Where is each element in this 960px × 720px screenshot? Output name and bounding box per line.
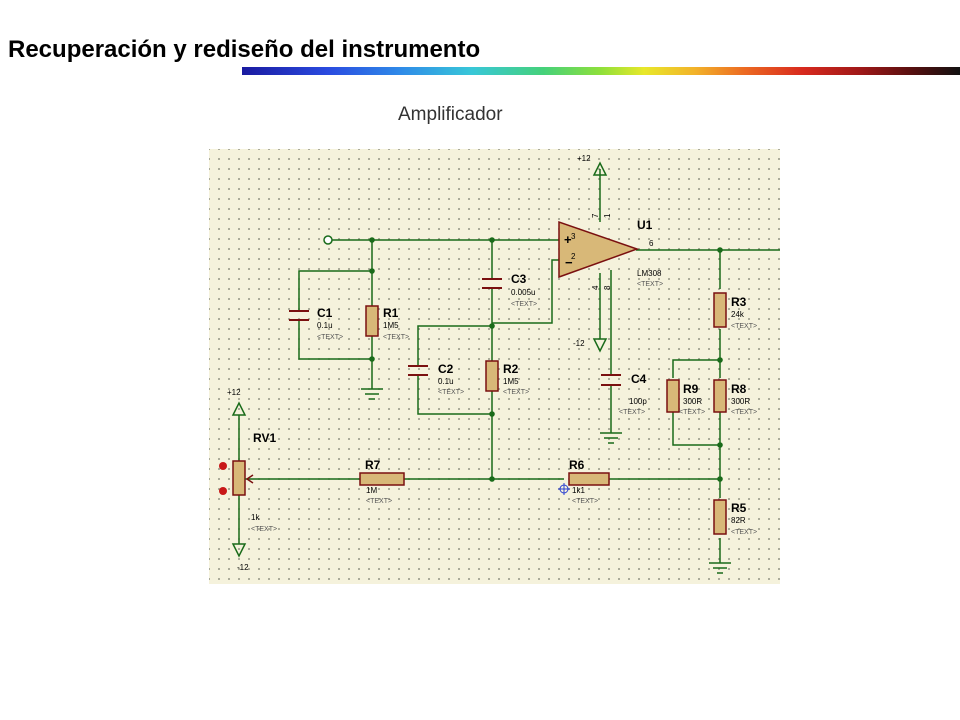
pin-label-3: 3 — [571, 232, 576, 241]
r2-ref: R2 — [503, 362, 519, 376]
r9-ref: R9 — [683, 382, 699, 396]
resistor-r7: R7 1M <TEXT> — [359, 458, 405, 505]
r2-value: 1M5 — [503, 377, 519, 386]
r6-value: 1k1 — [572, 486, 585, 495]
r3-text: <TEXT> — [731, 323, 757, 330]
c2-value: 0.1u — [438, 377, 454, 386]
r8-value: 300R — [731, 397, 750, 406]
amplifier-schematic: + − 3 2 6 7 1 4 8 U1 LM308 <TEXT> +12 -1… — [209, 149, 780, 584]
capacitor-c4: C4 100p <TEXT> — [601, 372, 647, 416]
resistor-r6: R6 1k1 <TEXT> — [558, 458, 610, 505]
r5-text: <TEXT> — [731, 529, 757, 536]
page-title: Recuperación y rediseño del instrumento — [8, 36, 481, 63]
rv1-supply-pos: +12 — [227, 388, 247, 416]
c3-value: 0.005u — [511, 288, 535, 297]
pin-label-2: 2 — [571, 252, 576, 261]
c2-text: <TEXT> — [438, 389, 464, 396]
c2-ref: C2 — [438, 362, 454, 376]
rv1-text: <TEXT> — [251, 526, 277, 533]
wires — [238, 169, 780, 563]
r1-ref: R1 — [383, 306, 399, 320]
ground-icon — [600, 432, 622, 444]
spectrum-band — [242, 67, 960, 75]
u1-ref: U1 — [637, 218, 653, 232]
r6-ref: R6 — [569, 458, 585, 472]
opamp-minus-sign: − — [565, 255, 573, 270]
opamp-supply-neg: -12 — [573, 338, 608, 353]
opamp-vpos-label: +12 — [577, 154, 591, 163]
c3-text: <TEXT> — [511, 301, 537, 308]
capacitor-c2: C2 0.1u <TEXT> — [408, 362, 464, 396]
pin-label-4: 4 — [591, 285, 600, 290]
rv1-supply-neg: -12 — [231, 543, 249, 572]
r3-value: 24k — [731, 310, 745, 319]
c1-value: 0.1u — [317, 321, 333, 330]
resistor-r9: R9 300R <TEXT> — [666, 379, 705, 416]
pin-label-6: 6 — [649, 239, 654, 248]
rv1-vpos-label: +12 — [227, 388, 241, 397]
diagram-subtitle: Amplificador — [398, 104, 503, 125]
resistor-r8: R8 300R <TEXT> — [713, 379, 757, 416]
r8-ref: R8 — [731, 382, 747, 396]
schematic-svg: + − 3 2 6 7 1 4 8 U1 LM308 <TEXT> +12 -1… — [219, 154, 780, 574]
r6-text: <TEXT> — [572, 498, 598, 505]
r7-value: 1M — [366, 486, 377, 495]
r5-ref: R5 — [731, 501, 747, 515]
opamp-plus-sign: + — [564, 232, 572, 247]
opamp-vneg-label: -12 — [573, 339, 585, 348]
potentiometer-rv1: RV1 1k <TEXT> — [219, 431, 277, 533]
ground-icon — [709, 562, 731, 574]
r9-text: <TEXT> — [679, 409, 705, 416]
input-terminal — [323, 235, 333, 245]
r1-value: 1M5 — [383, 321, 399, 330]
ground-icon — [361, 388, 383, 400]
r8-text: <TEXT> — [731, 409, 757, 416]
capacitor-c3: C3 0.005u <TEXT> — [482, 272, 537, 308]
u1-model: LM308 — [637, 269, 662, 278]
resistor-r1: R1 1M5 <TEXT> — [365, 305, 409, 341]
rv1-value: 1k — [251, 513, 260, 522]
r3-ref: R3 — [731, 295, 747, 309]
c4-ref: C4 — [631, 372, 647, 386]
r7-text: <TEXT> — [366, 498, 392, 505]
r1-text: <TEXT> — [383, 334, 409, 341]
r5-value: 82R — [731, 516, 746, 525]
rv1-vneg-label: -12 — [237, 563, 249, 572]
c1-text: <TEXT> — [317, 334, 343, 341]
junctions — [369, 237, 723, 482]
capacitor-c1: C1 0.1u <TEXT> — [289, 306, 343, 341]
r7-ref: R7 — [365, 458, 381, 472]
rv1-ref: RV1 — [253, 431, 276, 445]
c3-ref: C3 — [511, 272, 527, 286]
c1-ref: C1 — [317, 306, 333, 320]
pin-label-8: 8 — [603, 285, 612, 290]
probe-crosshair-icon — [558, 483, 570, 495]
resistor-r3: R3 24k <TEXT> — [713, 292, 757, 330]
pin-label-1: 1 — [603, 213, 612, 218]
resistor-r2: R2 1M5 <TEXT> — [485, 360, 529, 396]
r2-text: <TEXT> — [503, 389, 529, 396]
r9-value: 300R — [683, 397, 702, 406]
resistor-r5: R5 82R <TEXT> — [713, 499, 757, 536]
opamp-supply-pos: +12 — [577, 154, 608, 176]
pin-label-7: 7 — [591, 213, 600, 218]
c4-text: <TEXT> — [619, 409, 645, 416]
u1-text-placeholder: <TEXT> — [637, 281, 663, 288]
opamp-u1: + − 3 2 6 7 1 4 8 U1 LM308 <TEXT> — [558, 213, 663, 290]
c4-value: 100p — [629, 397, 647, 406]
